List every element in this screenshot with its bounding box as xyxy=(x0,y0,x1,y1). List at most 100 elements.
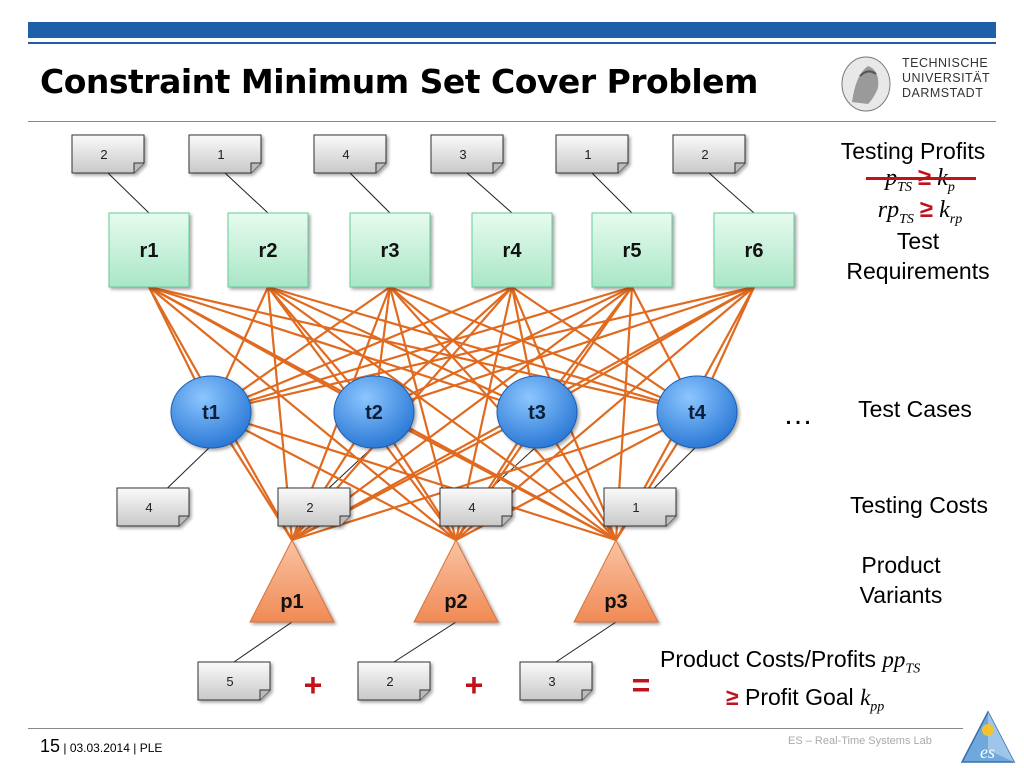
profit-note-6-value: 2 xyxy=(701,147,708,162)
profit-note-3-value: 4 xyxy=(342,147,349,162)
header-divider xyxy=(28,121,996,122)
profit-note-3-fold xyxy=(375,162,386,173)
test-requirements-label: Test Requirements xyxy=(846,228,990,284)
product-cost-note-3-value: 3 xyxy=(548,674,555,689)
requirement-box xyxy=(713,212,795,288)
test-case-ellipse xyxy=(170,375,252,449)
test-case-t2: t2 xyxy=(333,375,415,449)
slide-title: Constraint Minimum Set Cover Problem xyxy=(40,62,758,101)
testing-costs-label: Testing Costs xyxy=(849,492,989,518)
profit-connector xyxy=(466,172,513,214)
logo-line-1: TECHNISCHE xyxy=(902,56,989,70)
profit-note-2-fold xyxy=(250,162,261,173)
product-label: p1 xyxy=(280,591,303,613)
ellipsis: … xyxy=(783,398,813,431)
test-case-ellipse xyxy=(333,375,415,449)
coverage-edge xyxy=(291,410,698,542)
product-variants-label: Product Variants xyxy=(859,552,943,608)
profit-note-5-value: 1 xyxy=(584,147,591,162)
test-cost-note-1: 4 xyxy=(116,487,190,527)
test-cost-note-2: 2 xyxy=(277,487,351,527)
profit-note-6-box xyxy=(672,134,746,174)
product-label: p2 xyxy=(444,591,467,613)
coverage-edge xyxy=(148,286,457,541)
profit-note-1: 2 xyxy=(71,134,145,174)
coverage-edge xyxy=(210,285,755,414)
footer: 15 | 03.03.2014 | PLE xyxy=(40,736,163,756)
requirement-box xyxy=(349,212,431,288)
profit-note-5-box xyxy=(555,134,629,174)
profit-connector xyxy=(591,172,633,214)
product-cost-note-3-fold xyxy=(581,689,592,700)
test-case-label: t3 xyxy=(528,402,546,424)
product-cost-note-1: 5 xyxy=(197,661,271,701)
requirement-r6: r6 xyxy=(713,212,795,288)
svg-text:es: es xyxy=(980,742,995,762)
top-bar xyxy=(28,22,996,38)
university-logo: TECHNISCHE UNIVERSITÄT DARMSTADT xyxy=(838,54,998,114)
coverage-edge xyxy=(210,285,633,414)
product-cost-note-2-fold xyxy=(419,689,430,700)
profit-note-4-value: 3 xyxy=(459,147,466,162)
requirement-label: r3 xyxy=(381,240,400,262)
product-triangle xyxy=(249,538,335,623)
profit-note-6: 2 xyxy=(672,134,746,174)
test-case-label: t1 xyxy=(202,402,220,424)
logo-line-2: UNIVERSITÄT xyxy=(902,71,991,85)
operator-3: = xyxy=(632,667,651,703)
profit-note-6-fold xyxy=(734,162,745,173)
requirement-label: r4 xyxy=(503,240,523,262)
profit-note-4-box xyxy=(430,134,504,174)
coverage-edge xyxy=(389,285,698,414)
requirement-r4: r4 xyxy=(471,212,553,288)
profit-note-1-value: 2 xyxy=(100,147,107,162)
coverage-edge xyxy=(210,285,513,414)
profit-note-2-value: 1 xyxy=(217,147,224,162)
lab-name: ES – Real-Time Systems Lab xyxy=(788,735,932,747)
profit-connector xyxy=(224,172,269,214)
profit-constraint-2: rpTS ≥ krp xyxy=(877,196,963,227)
requirement-box xyxy=(591,212,673,288)
coverage-edge xyxy=(267,286,617,541)
test-cost-note-2-box xyxy=(277,487,351,527)
footer-divider xyxy=(28,728,963,729)
profit-note-3: 4 xyxy=(313,134,387,174)
test-case-label: t4 xyxy=(688,402,707,424)
requirement-box xyxy=(227,212,309,288)
test-case-label: t2 xyxy=(365,402,383,424)
profit-note-3-box xyxy=(313,134,387,174)
test-cost-note-3-box xyxy=(439,487,513,527)
product-costs-profits-label: Product Costs/Profits ppTS xyxy=(660,646,921,677)
test-cost-note-4-fold xyxy=(665,515,676,526)
product-cost-note-2-box xyxy=(357,661,431,701)
requirement-label: r5 xyxy=(623,240,642,262)
product-cost-connector xyxy=(555,621,617,663)
requirement-r2: r2 xyxy=(227,212,309,288)
product-p1: p1 xyxy=(249,538,335,623)
profit-note-4-fold xyxy=(492,162,503,173)
test-cost-note-1-value: 4 xyxy=(145,500,152,515)
product-label: p3 xyxy=(604,591,627,613)
test-cost-note-4-value: 1 xyxy=(632,500,639,515)
test-case-t3: t3 xyxy=(496,375,578,449)
test-cost-note-3: 4 xyxy=(439,487,513,527)
requirement-label: r1 xyxy=(140,240,159,262)
product-cost-note-1-value: 5 xyxy=(226,674,233,689)
requirement-box xyxy=(471,212,553,288)
requirement-label: r2 xyxy=(259,240,278,262)
testing-profits-label: Testing Profits xyxy=(840,138,986,164)
test-cost-note-4: 1 xyxy=(603,487,677,527)
footer-author: PLE xyxy=(139,741,163,755)
requirement-r3: r3 xyxy=(349,212,431,288)
profit-note-2: 1 xyxy=(188,134,262,174)
profit-note-5: 1 xyxy=(555,134,629,174)
operator-2: + xyxy=(465,667,484,703)
test-cost-note-2-fold xyxy=(339,515,350,526)
es-lab-logo-icon: es xyxy=(960,710,1016,763)
test-cost-note-3-value: 4 xyxy=(468,500,475,515)
product-p3: p3 xyxy=(573,538,659,623)
coverage-edge xyxy=(373,286,633,413)
requirement-label: r6 xyxy=(745,240,764,262)
